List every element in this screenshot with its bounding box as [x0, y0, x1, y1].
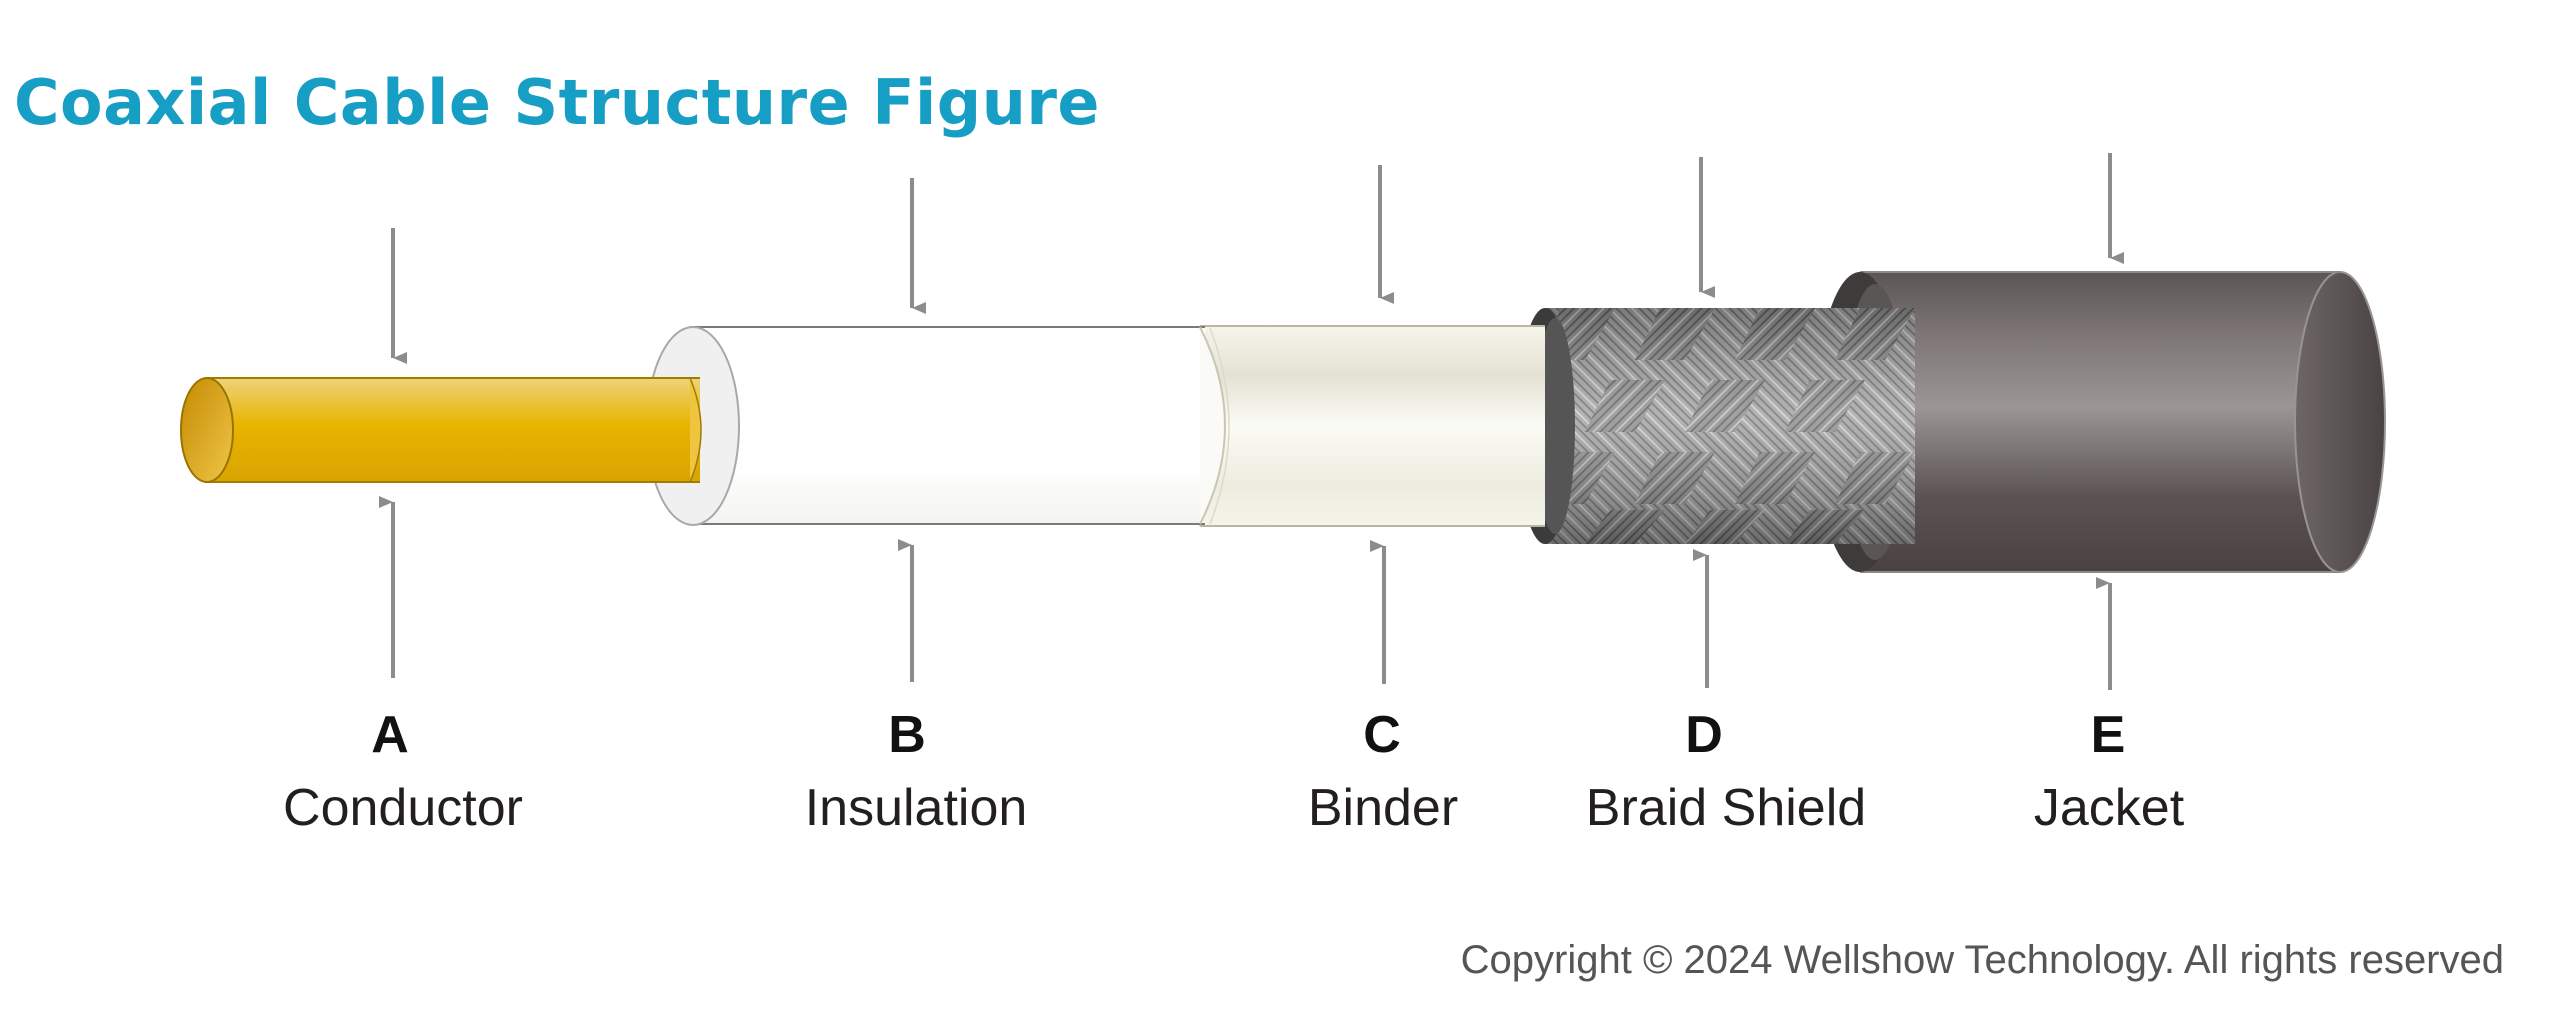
- braid-shield-layer: [1517, 308, 1915, 544]
- conductor-layer: [180, 377, 702, 483]
- label-d-name: Braid Shield: [1585, 779, 1867, 837]
- label-d-letter: D: [1685, 706, 1723, 764]
- copyright-notice: Copyright © 2024 Wellshow Technology. Al…: [1460, 938, 2504, 982]
- label-b-letter: B: [888, 706, 926, 764]
- figure-title: Coaxial Cable Structure Figure: [14, 66, 1100, 139]
- pointer-arrows: [379, 153, 2124, 690]
- label-a-letter: A: [371, 706, 409, 764]
- label-e-letter: E: [2090, 706, 2126, 764]
- label-e-name: Jacket: [2033, 779, 2185, 837]
- label-c-letter: C: [1363, 706, 1401, 764]
- insulation-layer: [646, 326, 1226, 526]
- label-b-name: Insulation: [804, 779, 1028, 837]
- label-c-name: Binder: [1307, 779, 1459, 837]
- label-a-name: Conductor: [283, 779, 523, 837]
- binder-layer: [1198, 325, 1545, 527]
